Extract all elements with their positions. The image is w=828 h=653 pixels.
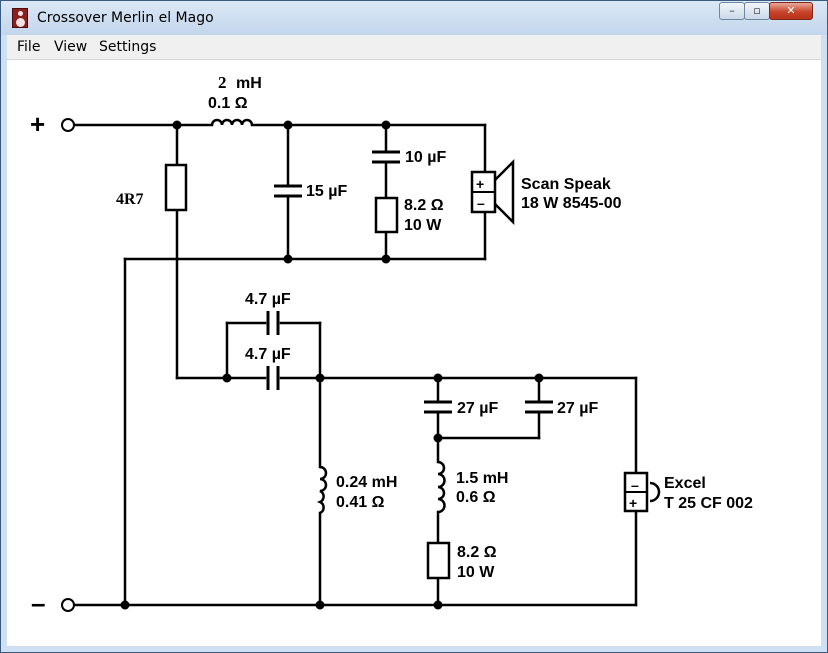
inductor-1-5mh-value: 1.5 mH xyxy=(456,470,508,487)
resistor-8-2-top-watts: 10 W xyxy=(404,217,442,234)
resistor-4r7-label: 4R7 xyxy=(116,191,144,208)
resistor-8-2-bottom-watts: 10 W xyxy=(457,564,495,581)
speaker-app-icon xyxy=(12,8,28,28)
woofer-speaker-icon xyxy=(470,158,515,226)
woofer-minus: – xyxy=(477,195,485,211)
capacitor-10uf-label: 10 µF xyxy=(405,149,446,166)
inductor-0-24mh-value: 0.24 mH xyxy=(336,474,397,491)
inductor-2mh xyxy=(210,118,254,126)
tweeter-minus: – xyxy=(631,477,639,493)
resistor-8-2-top xyxy=(374,196,399,234)
woofer-plus: + xyxy=(476,176,484,192)
inductor-0-24mh xyxy=(316,465,328,515)
capacitor-27uf-b-label: 27 µF xyxy=(557,400,598,417)
resistor-4r7 xyxy=(164,163,188,212)
window-title: Crossover Merlin el Mago xyxy=(37,10,214,26)
woofer-model: 18 W 8545-00 xyxy=(521,195,622,212)
menu-file[interactable]: File xyxy=(17,39,41,55)
capacitor-4-7uf-a xyxy=(266,311,280,335)
inductor-2mh-unit: mH xyxy=(236,75,262,92)
positive-terminal xyxy=(61,118,75,132)
crossover-schematic: + – 2 mH 0.1 Ω 4R7 15 µF 10 µF 8.2 Ω 10 … xyxy=(30,73,753,618)
negative-terminal xyxy=(61,598,75,612)
capacitor-27uf-a xyxy=(424,400,452,414)
tweeter-plus: + xyxy=(629,495,637,511)
capacitor-27uf-b xyxy=(525,400,553,414)
capacitor-15uf xyxy=(274,184,302,198)
capacitor-4-7uf-b xyxy=(266,366,280,390)
minimize-button[interactable]: – xyxy=(719,2,745,20)
capacitor-4-7uf-b-label: 4.7 µF xyxy=(245,346,291,363)
inductor-0-24mh-resistance: 0.41 Ω xyxy=(336,494,385,511)
maximize-button[interactable]: ▫ xyxy=(744,2,770,20)
title-bar[interactable]: Crossover Merlin el Mago – ▫ ✕ xyxy=(1,1,827,35)
junction-dots xyxy=(120,120,544,610)
resistor-8-2-bottom-ohms: 8.2 Ω xyxy=(457,544,497,561)
schematic-canvas[interactable]: + – 2 mH 0.1 Ω 4R7 15 µF 10 µF 8.2 Ω 10 … xyxy=(7,60,821,646)
inductor-1-5mh-resistance: 0.6 Ω xyxy=(456,489,496,506)
inductor-2mh-resistance: 0.1 Ω xyxy=(208,95,248,112)
positive-sign: + xyxy=(30,109,45,139)
negative-sign: – xyxy=(31,588,45,618)
tweeter-speaker-icon xyxy=(623,471,661,513)
tweeter-model: T 25 CF 002 xyxy=(664,495,753,512)
menu-bar: File View Settings xyxy=(7,35,821,60)
close-button[interactable]: ✕ xyxy=(769,2,813,20)
inductor-1-5mh xyxy=(437,460,446,514)
menu-settings[interactable]: Settings xyxy=(99,39,157,55)
capacitor-27uf-a-label: 27 µF xyxy=(457,400,498,417)
inductor-2mh-value: 2 xyxy=(218,73,227,92)
capacitor-4-7uf-a-label: 4.7 µF xyxy=(245,291,291,308)
resistor-8-2-top-ohms: 8.2 Ω xyxy=(404,197,444,214)
woofer-brand: Scan Speak xyxy=(521,176,611,193)
resistor-8-2-bottom xyxy=(426,541,451,580)
tweeter-brand: Excel xyxy=(664,475,706,492)
menu-view[interactable]: View xyxy=(54,39,88,55)
capacitor-15uf-label: 15 µF xyxy=(306,183,347,200)
capacitor-10uf xyxy=(372,150,400,164)
